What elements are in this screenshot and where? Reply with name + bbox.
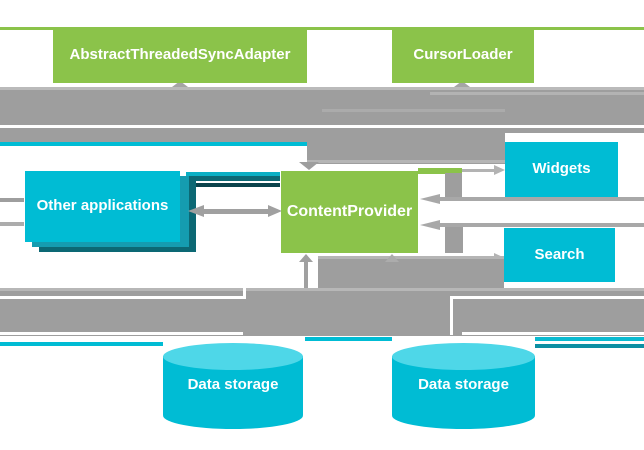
node-cursor-loader-label: CursorLoader (413, 46, 513, 64)
node-sync-adapter: AbstractThreadedSyncAdapter (53, 28, 307, 83)
gray-band-faint-line-2 (322, 109, 505, 112)
cyan-strip-upper (0, 142, 307, 146)
gray-block-center (307, 142, 505, 164)
arrowhead-up-syncadapter-icon (172, 81, 188, 87)
gray-band-top-highlight (0, 87, 644, 90)
double-arrowhead-right-icon (268, 205, 282, 217)
node-data-storage-left-label: Data storage (187, 376, 279, 394)
arrowhead-from-widgets-icon (420, 193, 440, 204)
gray-block-lower-center-edge (318, 256, 504, 259)
node-cursor-loader: CursorLoader (392, 28, 534, 83)
strip-cyan-artifact (186, 172, 280, 176)
cyan-strip-bottom-right-1 (535, 337, 644, 341)
arrowhead-from-search-icon (420, 219, 440, 230)
arrowhead-down-contentprovider-icon (299, 162, 319, 170)
node-other-applications: Other applications (25, 171, 180, 242)
cylinder-left-top (163, 342, 303, 370)
double-arrowhead-left-icon (188, 205, 204, 217)
band-bottom-white-line-2a (0, 332, 243, 335)
gray-stub-left-2 (0, 222, 24, 226)
node-other-applications-label: Other applications (36, 197, 169, 215)
band-bottom-white-line-2b (462, 332, 644, 335)
arrow-from-widgets-shaft (432, 196, 644, 201)
gray-band-bottom-highlight (0, 288, 644, 291)
node-widgets: Widgets (505, 142, 618, 197)
strip-darkteal-artifact (193, 183, 280, 187)
gray-band-white-separator (0, 125, 644, 128)
green-hairline (0, 27, 644, 30)
gray-block-center-edge (307, 160, 505, 163)
node-search-label: Search (534, 245, 585, 263)
band-bottom-white-vline-2 (450, 296, 453, 335)
gray-stub-left-1 (0, 198, 24, 202)
node-search: Search (504, 228, 615, 282)
cyan-strip-bottom-left (0, 342, 163, 346)
gray-band-top-lower (0, 133, 505, 142)
arrowhead-up-provider-2-icon (385, 254, 399, 262)
green-arm-artifact (418, 168, 462, 174)
node-sync-adapter-label: AbstractThreadedSyncAdapter (69, 46, 291, 64)
arrow-from-search-shaft (432, 222, 644, 227)
node-content-provider-label: ContentProvider (286, 203, 413, 221)
double-arrow-shaft (200, 209, 272, 214)
arrowhead-into-widgets-icon (494, 164, 505, 175)
cyan-strip-bottom-right-2 (535, 344, 644, 348)
cyan-strip-bottom-mid (305, 337, 392, 341)
strip-teal-artifact (186, 176, 280, 181)
node-data-storage-right: Data storage (392, 356, 535, 415)
node-data-storage-left: Data storage (163, 356, 303, 415)
arrow-up-storage-shaft (304, 258, 308, 296)
node-widgets-label: Widgets (532, 160, 591, 178)
cylinder-right-top (392, 342, 535, 370)
gray-band-faint-line-1 (430, 92, 644, 95)
band-bottom-white-line-1a (0, 296, 243, 299)
node-data-storage-right-label: Data storage (418, 376, 509, 394)
gray-elbow-2 (445, 227, 463, 253)
arrow-to-widgets-shaft (462, 168, 495, 172)
node-content-provider: ContentProvider (281, 171, 418, 253)
gray-elbow-1 (445, 173, 462, 197)
band-bottom-white-vline-1 (243, 288, 246, 299)
band-bottom-white-line-1b (452, 296, 644, 299)
arrowhead-up-cursorloader-icon (454, 81, 470, 87)
arrowhead-up-provider-1-icon (299, 254, 313, 262)
